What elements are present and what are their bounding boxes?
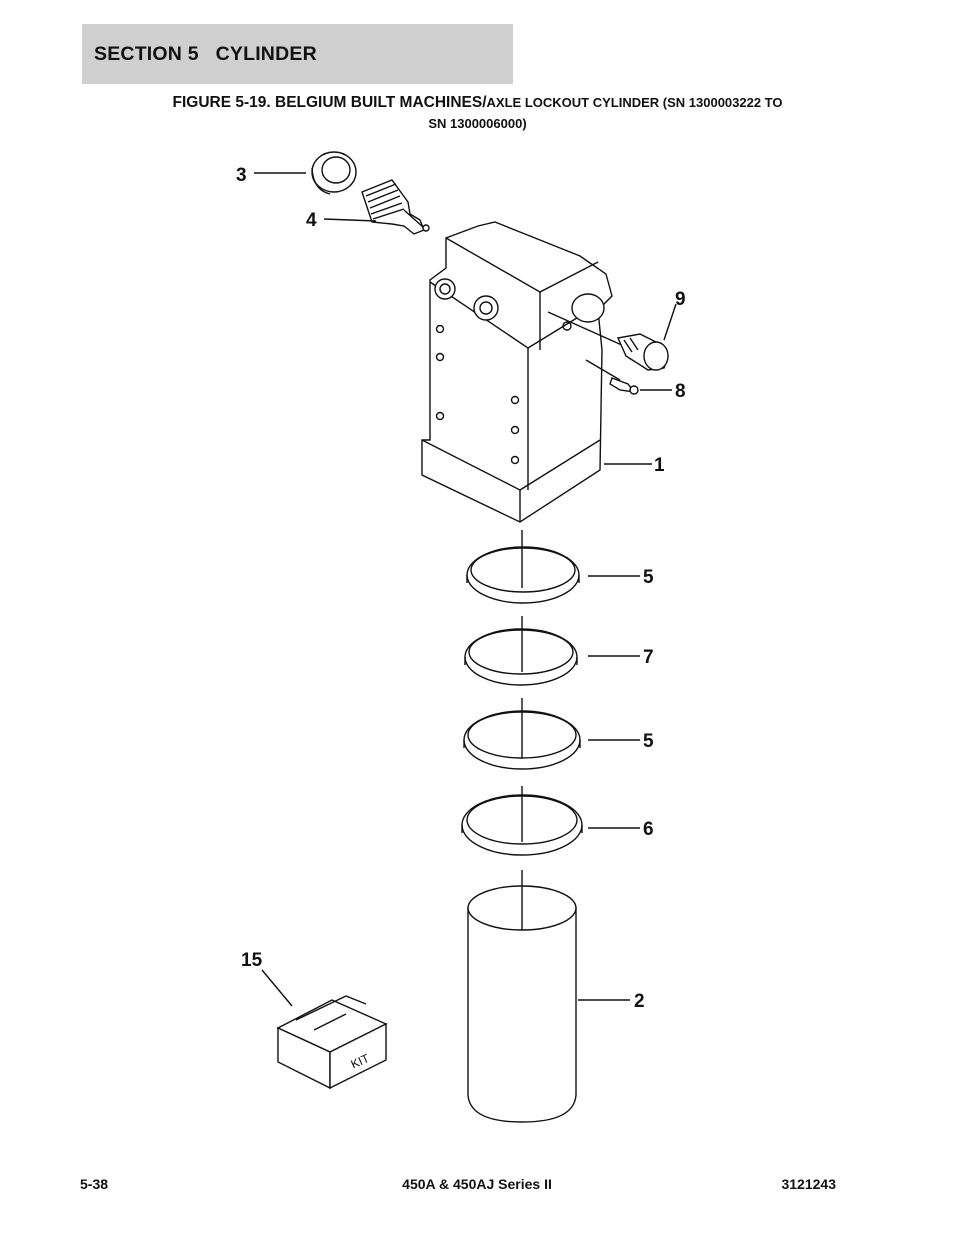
footer-doc-number: 3121243 bbox=[781, 1176, 836, 1192]
section-title: SECTION 5 CYLINDER bbox=[94, 43, 317, 65]
part-1-housing bbox=[421, 221, 625, 523]
figure-title-line2: SN 1300006000) bbox=[428, 116, 527, 131]
footer-model: 450A & 450AJ Series II bbox=[402, 1176, 552, 1192]
callouts: 3 4 9 8 1 5 7 5 6 15 2 bbox=[236, 165, 686, 1012]
part-9-valve bbox=[616, 333, 669, 371]
callout-5-lower: 5 bbox=[643, 731, 654, 752]
section-header: SECTION 5 CYLINDER bbox=[82, 24, 513, 84]
figure-title: FIGURE 5-19. BELGIUM BUILT MACHINES/AXLE… bbox=[80, 92, 875, 134]
part-3-cap bbox=[311, 151, 357, 195]
callout-5-upper: 5 bbox=[643, 567, 654, 588]
part-15-kit-box: KIT bbox=[276, 995, 388, 1090]
callout-1: 1 bbox=[654, 455, 665, 476]
callout-9: 9 bbox=[675, 289, 686, 310]
figure-title-sub: AXLE LOCKOUT CYLINDER (SN 1300003222 TO bbox=[486, 95, 783, 110]
callout-8: 8 bbox=[675, 381, 686, 402]
callout-3: 3 bbox=[236, 165, 247, 186]
footer-page-number: 5-38 bbox=[80, 1176, 109, 1192]
part-5-seal-upper bbox=[466, 546, 580, 604]
callout-7: 7 bbox=[643, 647, 654, 668]
part-7-seal bbox=[464, 628, 578, 686]
part-4-fitting bbox=[361, 179, 430, 235]
callout-2: 2 bbox=[634, 991, 645, 1012]
callout-4: 4 bbox=[306, 210, 317, 231]
callout-15: 15 bbox=[241, 950, 263, 971]
callout-6: 6 bbox=[643, 819, 654, 840]
leader-lines bbox=[254, 172, 677, 1007]
figure-title-main: FIGURE 5-19. BELGIUM BUILT MACHINES/ bbox=[172, 94, 487, 111]
part-8-fitting bbox=[609, 377, 639, 395]
